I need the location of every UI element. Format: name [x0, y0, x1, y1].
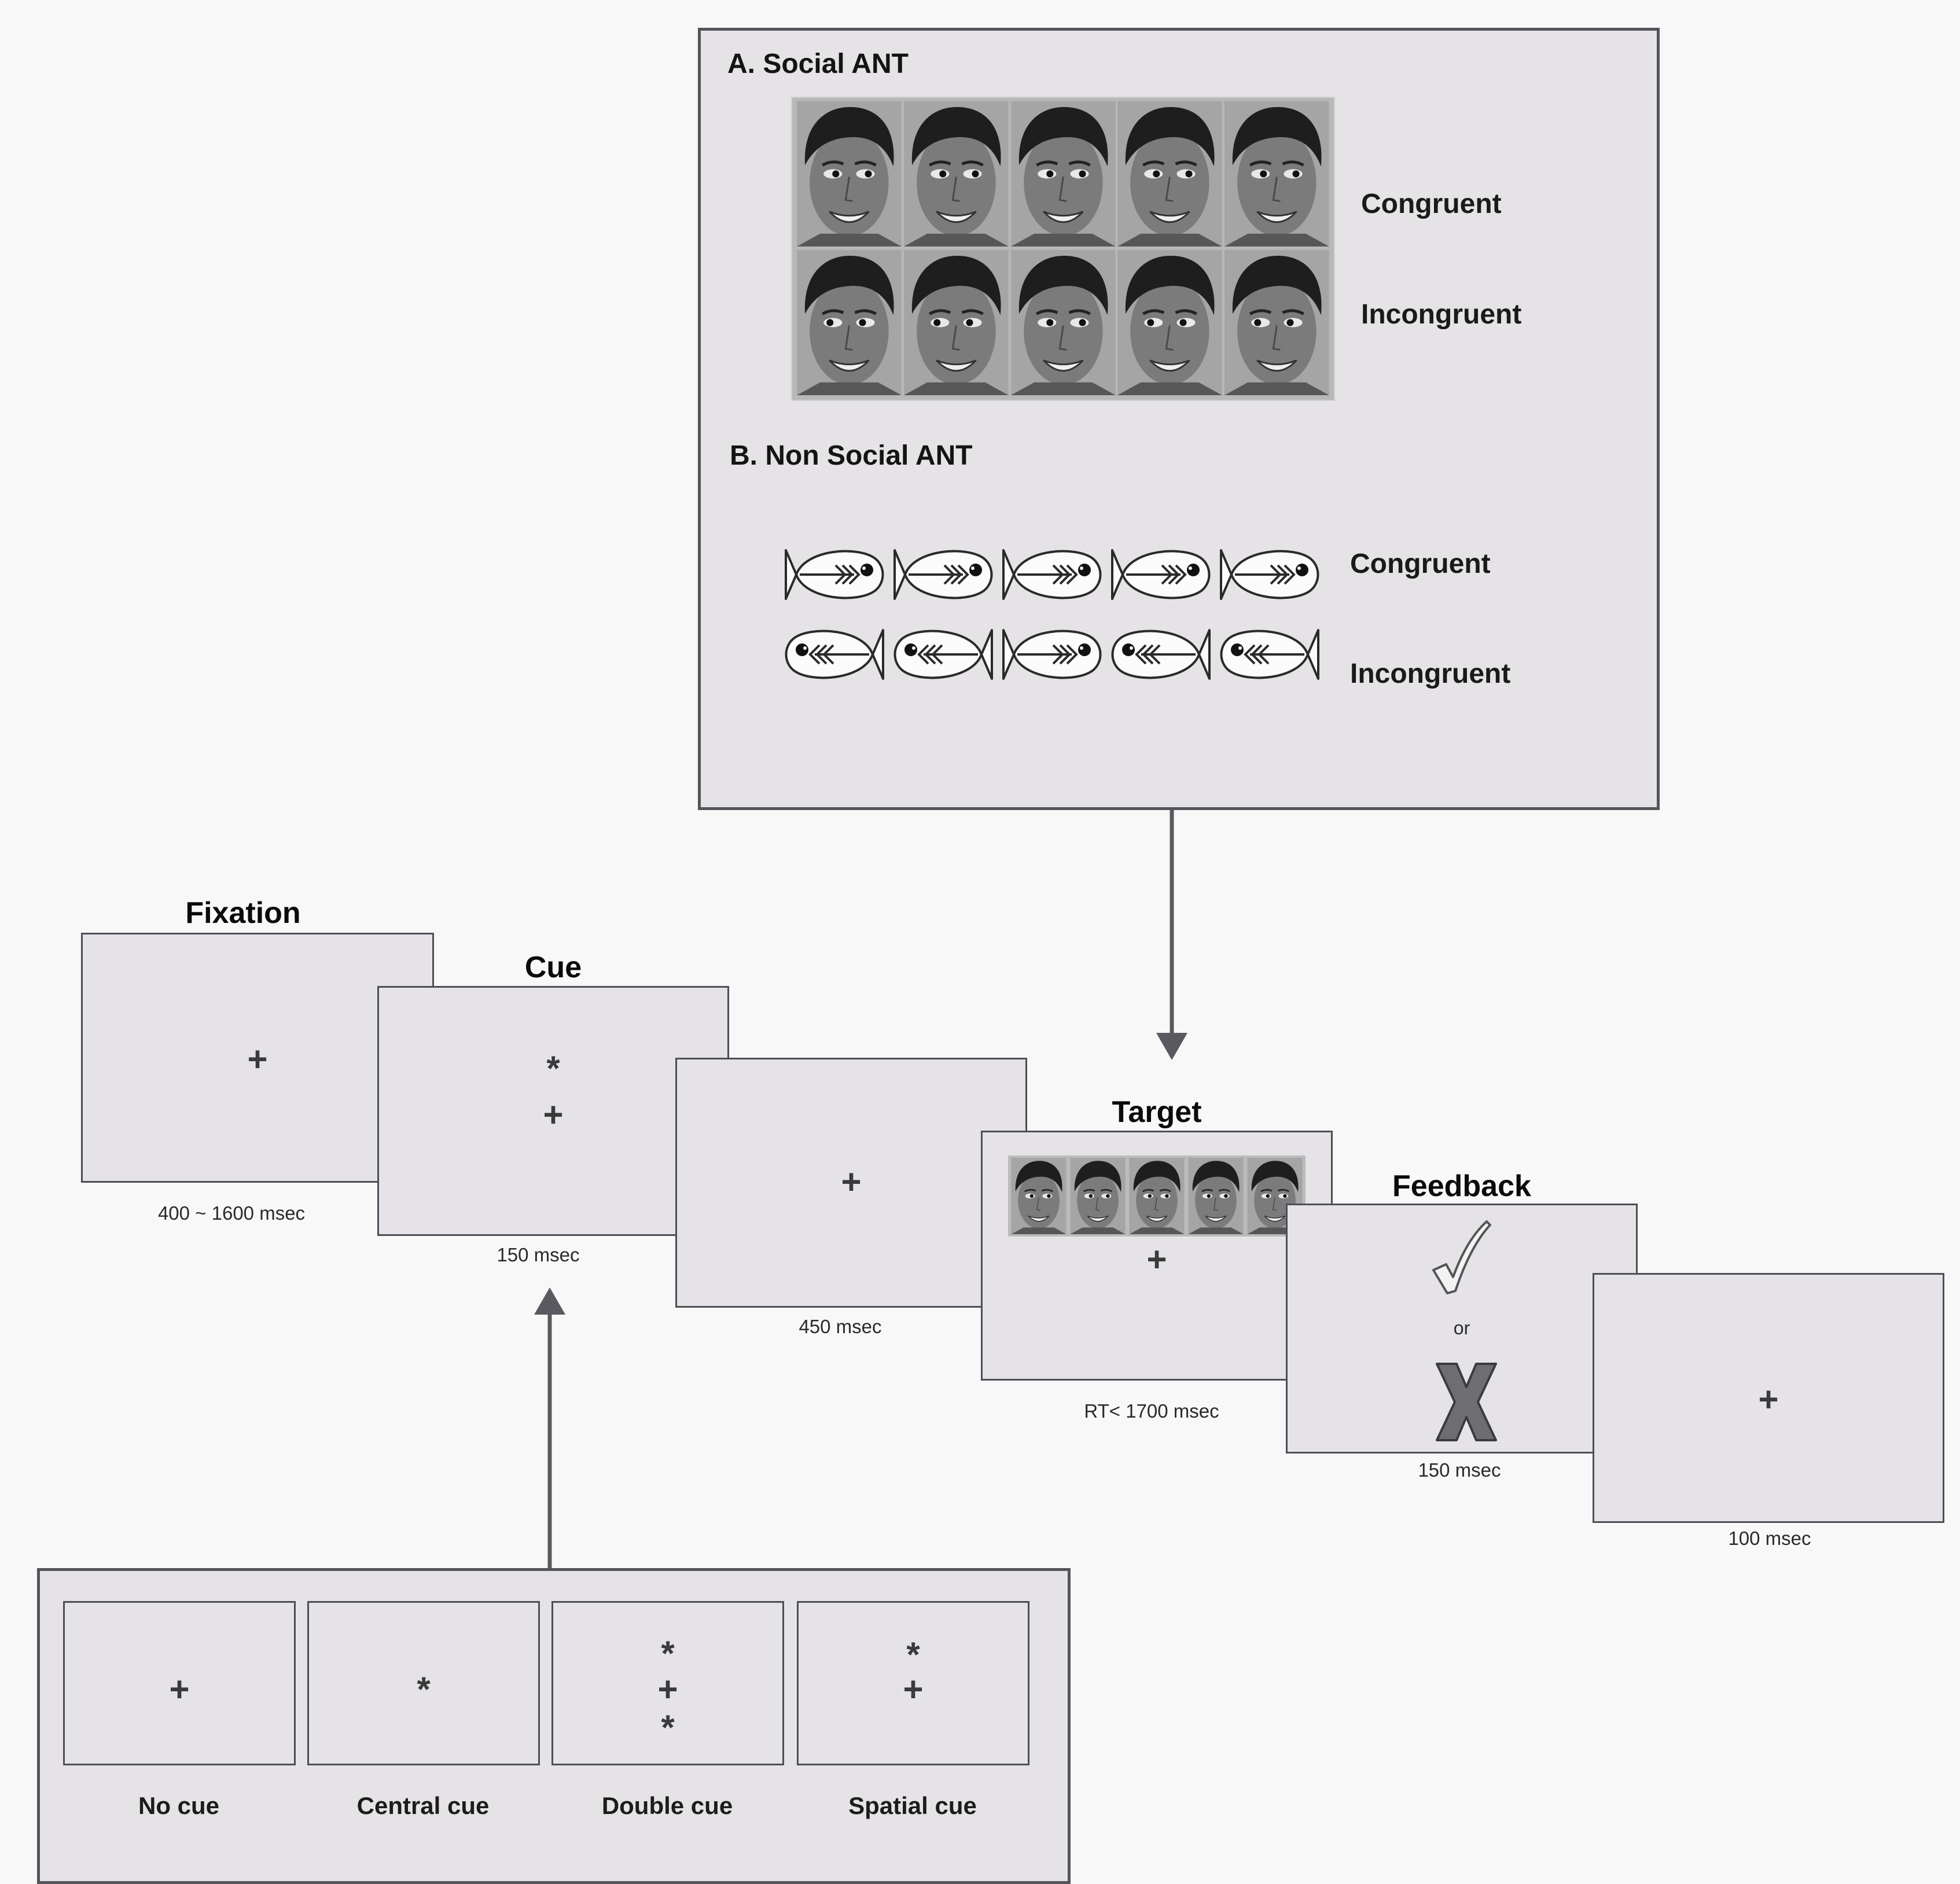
target-face-row: [1008, 1156, 1306, 1237]
cue-asterisk: *: [546, 1049, 560, 1088]
fish-row-incongruent: [782, 620, 1337, 689]
fixation-frame: +: [81, 933, 434, 1183]
spatial-cue-label: Spatial cue: [848, 1792, 977, 1819]
fish-grid: [782, 540, 1337, 719]
fish-incongruent-label: Incongruent: [1350, 658, 1511, 689]
face-icon: [1224, 250, 1329, 395]
central-cue-asterisk: *: [417, 1670, 431, 1709]
cue-duration: 150 msec: [497, 1244, 580, 1265]
fish-icon: [785, 629, 884, 680]
section-b-title: B. Non Social ANT: [730, 440, 973, 471]
target-duration: RT< 1700 msec: [1084, 1400, 1219, 1422]
face-icon: [903, 101, 1009, 246]
fish-icon: [1111, 549, 1211, 600]
target-title: Target: [1112, 1095, 1202, 1129]
spatial-cue-asterisk: *: [906, 1635, 920, 1674]
face-congruent-label: Congruent: [1361, 189, 1502, 219]
central-cue-label: Central cue: [356, 1792, 490, 1819]
fish-icon: [893, 549, 993, 600]
fish-icon: [1002, 549, 1102, 600]
fish-congruent-label: Congruent: [1350, 549, 1491, 579]
interval-duration: 450 msec: [799, 1316, 882, 1337]
fish-icon: [785, 549, 884, 600]
double-cue-frame: * + *: [551, 1601, 784, 1765]
face-incongruent-label: Incongruent: [1361, 299, 1522, 330]
blank-duration: 100 msec: [1728, 1528, 1811, 1549]
feedback-or: or: [1453, 1318, 1470, 1338]
face-icon: [1117, 250, 1223, 395]
double-cue-asterisk-bottom: *: [661, 1708, 675, 1747]
checkmark-icon: [1432, 1220, 1491, 1294]
blank-frame: +: [1593, 1273, 1944, 1523]
spatial-cue-frame: * +: [797, 1601, 1029, 1765]
feedback-duration: 150 msec: [1418, 1459, 1501, 1481]
cue-cross: +: [543, 1095, 564, 1134]
double-cue-label: Double cue: [601, 1792, 733, 1819]
face-icon: [1129, 1158, 1185, 1234]
face-icon: [1010, 250, 1116, 395]
fish-row-congruent: [782, 540, 1337, 609]
fixation-duration: 400 ~ 1600 msec: [157, 1202, 306, 1224]
face-row-incongruent: [796, 250, 1330, 395]
blank-cross: +: [1758, 1380, 1779, 1419]
target-frame: +: [981, 1131, 1333, 1381]
interval-frame: +: [675, 1058, 1027, 1308]
target-cross: +: [1146, 1240, 1167, 1279]
feedback-title: Feedback: [1392, 1169, 1531, 1203]
no-cue-frame: +: [63, 1601, 296, 1765]
stimuli-panel: A. Social ANT Congruent Incongruent B. N…: [698, 28, 1660, 810]
fish-icon: [1111, 629, 1211, 680]
face-grid: [791, 97, 1335, 401]
feedback-frame: or: [1286, 1204, 1638, 1454]
cross-x-icon: [1436, 1363, 1497, 1441]
fish-icon: [1002, 629, 1102, 680]
face-row-congruent: [796, 101, 1330, 246]
face-icon: [903, 250, 1009, 395]
double-cue-cross: +: [657, 1670, 678, 1709]
face-icon: [797, 101, 902, 246]
face-icon: [1070, 1158, 1126, 1234]
fish-icon: [1220, 629, 1319, 680]
face-icon: [1224, 101, 1329, 246]
face-icon: [1010, 101, 1116, 246]
central-cue-frame: *: [307, 1601, 540, 1765]
fish-icon: [893, 629, 993, 680]
section-a-title: A. Social ANT: [727, 49, 909, 79]
face-icon: [797, 250, 902, 395]
no-cue-cross: +: [169, 1670, 190, 1709]
face-icon: [1117, 101, 1223, 246]
double-cue-asterisk-top: *: [661, 1634, 675, 1673]
spatial-cue-cross: +: [903, 1670, 924, 1709]
fixation-cross: +: [247, 1040, 268, 1079]
cue-types-panel: + * * + * * + No cue Central cue Double …: [37, 1568, 1071, 1884]
face-icon: [1011, 1158, 1067, 1234]
interval-cross: +: [841, 1162, 862, 1201]
face-icon: [1188, 1158, 1244, 1234]
no-cue-label: No cue: [138, 1792, 220, 1819]
fixation-title: Fixation: [185, 896, 301, 930]
cue-frame: * +: [377, 986, 729, 1236]
fish-icon: [1220, 549, 1319, 600]
cue-title: Cue: [524, 951, 582, 984]
